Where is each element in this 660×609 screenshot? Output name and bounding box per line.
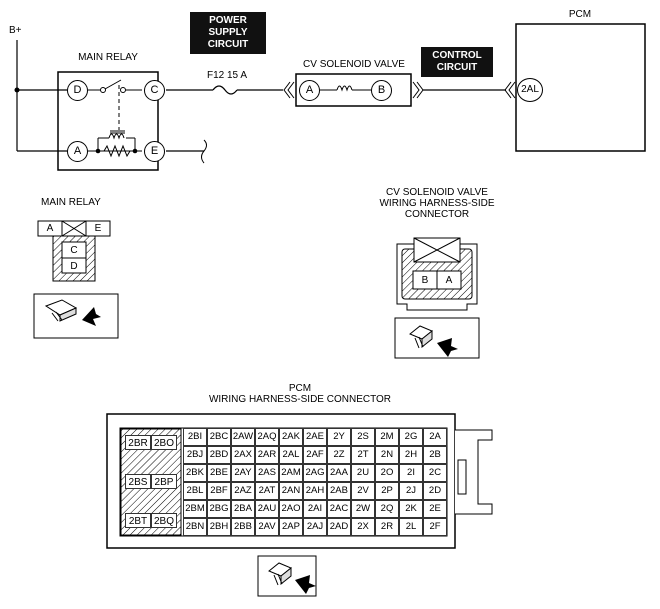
pcm-pin-2a: 2A <box>423 428 447 446</box>
pin-2bo: 2BO <box>151 435 177 450</box>
pcm-pin-2aj: 2AJ <box>303 518 327 536</box>
pcm-pin-2bb: 2BB <box>231 518 255 536</box>
pcm-pin-2av: 2AV <box>255 518 279 536</box>
pcm-pin-2as: 2AS <box>255 464 279 482</box>
pcm-pin-2bd: 2BD <box>207 446 231 464</box>
main-relay-label: MAIN RELAY <box>78 52 138 63</box>
relay-conn-pin-d: D <box>70 261 78 272</box>
pcm-pin-2t: 2T <box>351 446 375 464</box>
pcm-pin-2e: 2E <box>423 500 447 518</box>
pcm-pin-2p: 2P <box>375 482 399 500</box>
relay-conn-pin-a: A <box>46 223 54 234</box>
pcm-pin-2bc: 2BC <box>207 428 231 446</box>
valve-pin-a: A <box>299 80 320 101</box>
pcm-pin-2ak: 2AK <box>279 428 303 446</box>
pcm-pin-2bf: 2BF <box>207 482 231 500</box>
pcm-pin-2z: 2Z <box>327 446 351 464</box>
control-circuit-label: CONTROL CIRCUIT <box>421 47 493 77</box>
pcm-pin-2ba: 2BA <box>231 500 255 518</box>
pcm-pin-2g: 2G <box>399 428 423 446</box>
pcm-pin-2al: 2AL <box>517 78 543 102</box>
relay-conn-pin-e: E <box>94 223 102 234</box>
pcm-pin-2au: 2AU <box>255 500 279 518</box>
pcm-pin-2ab: 2AB <box>327 482 351 500</box>
pcm-pin-2n: 2N <box>375 446 399 464</box>
pcm-pin-2ad: 2AD <box>327 518 351 536</box>
pcm-pin-2bl: 2BL <box>183 482 207 500</box>
probe-icon <box>44 299 101 326</box>
pcm-pin-2ax: 2AX <box>231 446 255 464</box>
pcm-pin-2m: 2M <box>375 428 399 446</box>
pcm-pin-2ar: 2AR <box>255 446 279 464</box>
pcm-pin-2ap: 2AP <box>279 518 303 536</box>
pcm-pin-2am: 2AM <box>279 464 303 482</box>
pcm-pin-2f: 2F <box>423 518 447 536</box>
relay-pin-c: C <box>144 80 165 101</box>
pcm-pin-2s: 2S <box>351 428 375 446</box>
pcm-pin-2x: 2X <box>351 518 375 536</box>
pcm-pin-2k: 2K <box>399 500 423 518</box>
pcm-label: PCM <box>568 9 592 20</box>
pcm-pin-2al: 2AL <box>279 446 303 464</box>
relay-connector-title: MAIN RELAY <box>41 197 101 208</box>
pcm-pin-2ag: 2AG <box>303 464 327 482</box>
pcm-pin-2aa: 2AA <box>327 464 351 482</box>
pcm-pin-2l: 2L <box>399 518 423 536</box>
relay-pin-d: D <box>67 80 88 101</box>
pcm-pin-2bg: 2BG <box>207 500 231 518</box>
valve-pin-b: B <box>371 80 392 101</box>
pcm-pin-2bh: 2BH <box>207 518 231 536</box>
pcm-pin-2bj: 2BJ <box>183 446 207 464</box>
cv-conn-pin-a: A <box>445 275 453 286</box>
fuse-label: F12 15 A <box>206 70 248 81</box>
pcm-pin-2ao: 2AO <box>279 500 303 518</box>
pcm-pin-2be: 2BE <box>207 464 231 482</box>
pcm-pin-2d: 2D <box>423 482 447 500</box>
pcm-pin-2j: 2J <box>399 482 423 500</box>
pcm-pin-2w: 2W <box>351 500 375 518</box>
pin-2bs: 2BS <box>125 474 151 489</box>
probe-icon-pcm <box>268 562 316 594</box>
pcm-pin-2h: 2H <box>399 446 423 464</box>
pcm-connector-title: PCM WIRING HARNESS-SIDE CONNECTOR <box>208 383 392 405</box>
pcm-pin-2aq: 2AQ <box>255 428 279 446</box>
pcm-pin-2c: 2C <box>423 464 447 482</box>
pcm-pin-2i: 2I <box>399 464 423 482</box>
pcm-pin-2af: 2AF <box>303 446 327 464</box>
bplus-label: B+ <box>9 25 22 36</box>
relay-pin-e: E <box>144 141 165 162</box>
pcm-pin-2ah: 2AH <box>303 482 327 500</box>
pcm-pin-2o: 2O <box>375 464 399 482</box>
relay-conn-pin-c: C <box>70 245 78 256</box>
cv-conn-pin-b: B <box>421 275 429 286</box>
pcm-pin-2bn: 2BN <box>183 518 207 536</box>
pcm-pin-2aw: 2AW <box>231 428 255 446</box>
pcm-pin-2ac: 2AC <box>327 500 351 518</box>
pcm-pin-2bi: 2BI <box>183 428 207 446</box>
pcm-pin-2v: 2V <box>351 482 375 500</box>
pin-2br: 2BR <box>125 435 151 450</box>
power-supply-circuit-label: POWER SUPPLY CIRCUIT <box>190 12 266 54</box>
pin-2bq: 2BQ <box>151 513 177 528</box>
probe-icon-cv <box>409 325 458 357</box>
pcm-pin-2b: 2B <box>423 446 447 464</box>
pin-2bt: 2BT <box>125 513 151 528</box>
relay-pin-a: A <box>67 141 88 162</box>
pcm-pin-2bk: 2BK <box>183 464 207 482</box>
pcm-pin-2r: 2R <box>375 518 399 536</box>
pcm-pin-2y: 2Y <box>327 428 351 446</box>
pcm-pin-2ai: 2AI <box>303 500 327 518</box>
pcm-pin-2az: 2AZ <box>231 482 255 500</box>
pcm-pin-2ae: 2AE <box>303 428 327 446</box>
pcm-pin-2at: 2AT <box>255 482 279 500</box>
pcm-pin-2bm: 2BM <box>183 500 207 518</box>
pin-2bp: 2BP <box>151 474 177 489</box>
pcm-pin-2an: 2AN <box>279 482 303 500</box>
pcm-pin-2u: 2U <box>351 464 375 482</box>
pcm-pin-2ay: 2AY <box>231 464 255 482</box>
cv-connector-title: CV SOLENOID VALVE WIRING HARNESS-SIDE CO… <box>379 187 495 220</box>
cv-valve-label: CV SOLENOID VALVE <box>303 59 405 70</box>
pcm-pin-2q: 2Q <box>375 500 399 518</box>
